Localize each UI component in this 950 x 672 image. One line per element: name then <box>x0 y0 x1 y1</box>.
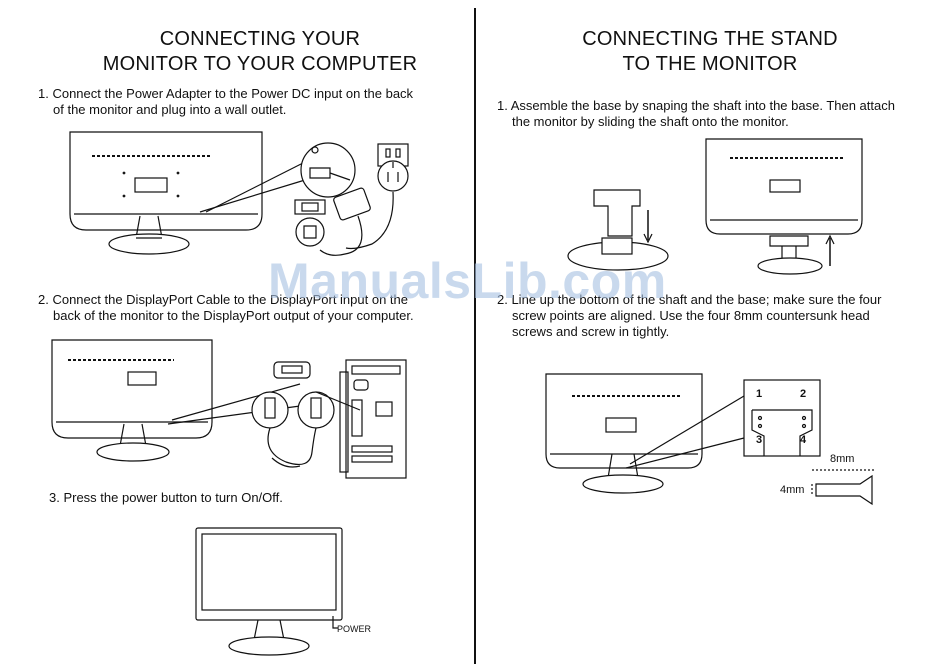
watermark: ManualsLib.com <box>268 253 667 309</box>
column-divider <box>474 8 476 664</box>
screw-number-2: 2 <box>800 388 807 400</box>
step-text: 1. Connect the Power Adapter to the Powe… <box>38 86 414 101</box>
screw-number-4: 4 <box>800 434 807 446</box>
right-step-1: 1. Assemble the base by snaping the shaf… <box>497 98 895 130</box>
screw-diameter-label: 4mm <box>780 484 805 496</box>
left-step-2: 2. Connect the DisplayPort Cable to the … <box>38 292 414 324</box>
left-title-line-2: MONITOR TO YOUR COMPUTER <box>102 53 418 75</box>
step-text: of the monitor and plug into a wall outl… <box>53 102 287 117</box>
step-text: 1. Assemble the base by snaping the shaf… <box>497 98 895 113</box>
left-title-line-1: CONNECTING YOUR <box>159 28 361 50</box>
screw-number-3: 3 <box>756 434 763 446</box>
right-title-line-2: TO THE MONITOR <box>622 53 798 75</box>
step-text: back of the monitor to the DisplayPort o… <box>53 308 414 323</box>
screw-length-label: 8mm <box>830 453 855 465</box>
step-text: 2. Line up the bottom of the shaft and t… <box>497 292 882 307</box>
left-step-3: 3. Press the power button to turn On/Off… <box>49 490 283 506</box>
step-text: screw points are aligned. Use the four 8… <box>512 308 870 323</box>
right-title-line-1: CONNECTING THE STAND <box>582 28 838 50</box>
step-text: 2. Connect the DisplayPort Cable to the … <box>38 292 408 307</box>
step-text: the monitor by sliding the shaft onto th… <box>512 114 789 129</box>
step-text: 3. Press the power button to turn On/Off… <box>49 490 283 505</box>
screw-number-1: 1 <box>756 388 763 400</box>
left-section-title: CONNECTING YOUR MONITOR TO YOUR COMPUTER <box>70 27 450 77</box>
right-section-title: CONNECTING THE STAND TO THE MONITOR <box>520 27 900 77</box>
right-step-2: 2. Line up the bottom of the shaft and t… <box>497 292 881 340</box>
power-label: POWER <box>337 624 372 634</box>
step-text: screws and screw in tightly. <box>512 324 670 339</box>
left-step-1: 1. Connect the Power Adapter to the Powe… <box>38 86 413 118</box>
